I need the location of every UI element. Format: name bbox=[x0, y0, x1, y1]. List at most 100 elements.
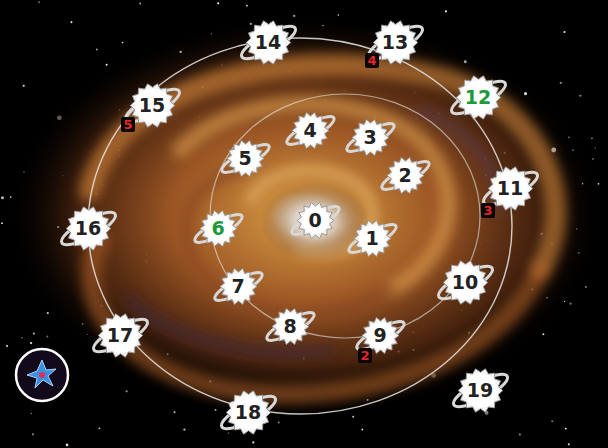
star bbox=[70, 21, 72, 23]
planet-number: 3 bbox=[363, 128, 376, 147]
planet-face bbox=[205, 215, 232, 242]
planet-node: 8 bbox=[263, 299, 318, 354]
planet-number: 6 bbox=[211, 219, 224, 238]
planet-ring bbox=[449, 368, 511, 412]
planet-number: 14 bbox=[255, 33, 281, 52]
planet-number: 19 bbox=[467, 381, 493, 400]
planet-face bbox=[357, 124, 384, 151]
planet-face bbox=[302, 207, 329, 234]
planet-body bbox=[292, 112, 329, 148]
star bbox=[139, 3, 141, 5]
star bbox=[30, 342, 32, 344]
planet-number: 4 bbox=[303, 121, 316, 140]
planet-number: 18 bbox=[235, 403, 261, 422]
star bbox=[560, 82, 562, 84]
region-number: 4 bbox=[365, 53, 378, 68]
planet-node: 4 bbox=[283, 103, 338, 158]
planet-face bbox=[359, 225, 386, 252]
inner-orbit bbox=[210, 94, 480, 338]
planet-ring bbox=[283, 111, 336, 148]
planet-node: 1 bbox=[345, 211, 400, 266]
planet-body bbox=[387, 157, 424, 193]
planet-body bbox=[456, 75, 500, 118]
planet-body bbox=[373, 20, 417, 63]
planet-body bbox=[226, 390, 270, 433]
star bbox=[352, 416, 354, 418]
star bbox=[183, 428, 185, 430]
region-number: 2 bbox=[358, 348, 371, 363]
planet-body bbox=[443, 260, 487, 303]
star bbox=[591, 137, 593, 139]
planet-ring bbox=[57, 206, 119, 250]
planet-number: 10 bbox=[452, 273, 478, 292]
star bbox=[579, 95, 581, 97]
planet-face bbox=[392, 162, 419, 189]
planet-number: 0 bbox=[308, 211, 321, 230]
planet-ring bbox=[345, 219, 398, 256]
spiral-arms bbox=[90, 65, 556, 395]
star bbox=[252, 441, 254, 443]
star bbox=[6, 345, 8, 347]
planet-number: 9 bbox=[373, 326, 386, 345]
planet-face bbox=[71, 211, 105, 245]
star bbox=[33, 332, 35, 334]
planet-face bbox=[232, 145, 259, 172]
planet-body bbox=[246, 20, 290, 63]
planet-body bbox=[66, 206, 110, 249]
star bbox=[126, 390, 128, 392]
planet-face bbox=[231, 395, 265, 429]
star bbox=[338, 14, 339, 15]
planet-ring bbox=[237, 20, 299, 64]
planet-ring bbox=[89, 313, 151, 357]
galaxy-glow bbox=[5, 15, 605, 415]
planet-node: 18 bbox=[217, 381, 280, 444]
planet-body bbox=[130, 83, 174, 126]
star bbox=[23, 85, 25, 87]
planet-node: 17 bbox=[89, 304, 152, 367]
planet-number: 7 bbox=[231, 277, 244, 296]
star bbox=[1, 196, 4, 199]
planet-face bbox=[103, 318, 137, 352]
star bbox=[246, 5, 248, 7]
planet-body bbox=[227, 140, 264, 176]
star bbox=[96, 48, 98, 50]
planet-ring bbox=[217, 390, 279, 434]
planet-face bbox=[448, 265, 482, 299]
planet-number: 11 bbox=[497, 179, 523, 198]
star bbox=[445, 10, 447, 12]
planet-node: 7 bbox=[211, 259, 266, 314]
star bbox=[519, 434, 521, 436]
planet-node: 3 bbox=[343, 110, 398, 165]
planet-node: 19 bbox=[449, 359, 512, 422]
planet-ring bbox=[434, 260, 496, 304]
planet-body bbox=[354, 220, 391, 256]
planet-body bbox=[352, 119, 389, 155]
star bbox=[98, 427, 100, 429]
planet-ring bbox=[211, 267, 264, 304]
star bbox=[361, 429, 363, 431]
star bbox=[565, 428, 567, 430]
planet-number: 16 bbox=[75, 219, 101, 238]
outer-orbit bbox=[88, 38, 512, 414]
planet-node: 6 bbox=[191, 201, 246, 256]
star bbox=[595, 147, 596, 148]
star bbox=[278, 422, 280, 424]
star bbox=[31, 413, 33, 415]
star bbox=[563, 31, 565, 33]
planet-face bbox=[277, 313, 304, 340]
star bbox=[217, 2, 219, 4]
planet-body bbox=[297, 202, 334, 238]
planet-body bbox=[272, 308, 309, 344]
planet-face bbox=[367, 322, 394, 349]
planet-node: 0 bbox=[288, 193, 343, 248]
star bbox=[551, 420, 553, 422]
planet-face bbox=[251, 25, 285, 59]
planet-number: 17 bbox=[107, 326, 133, 345]
planet-node: 10 bbox=[434, 251, 497, 314]
planet-ring bbox=[191, 209, 244, 246]
planet-number: 13 bbox=[382, 33, 408, 52]
star bbox=[228, 432, 229, 433]
galaxy-core bbox=[260, 182, 370, 262]
